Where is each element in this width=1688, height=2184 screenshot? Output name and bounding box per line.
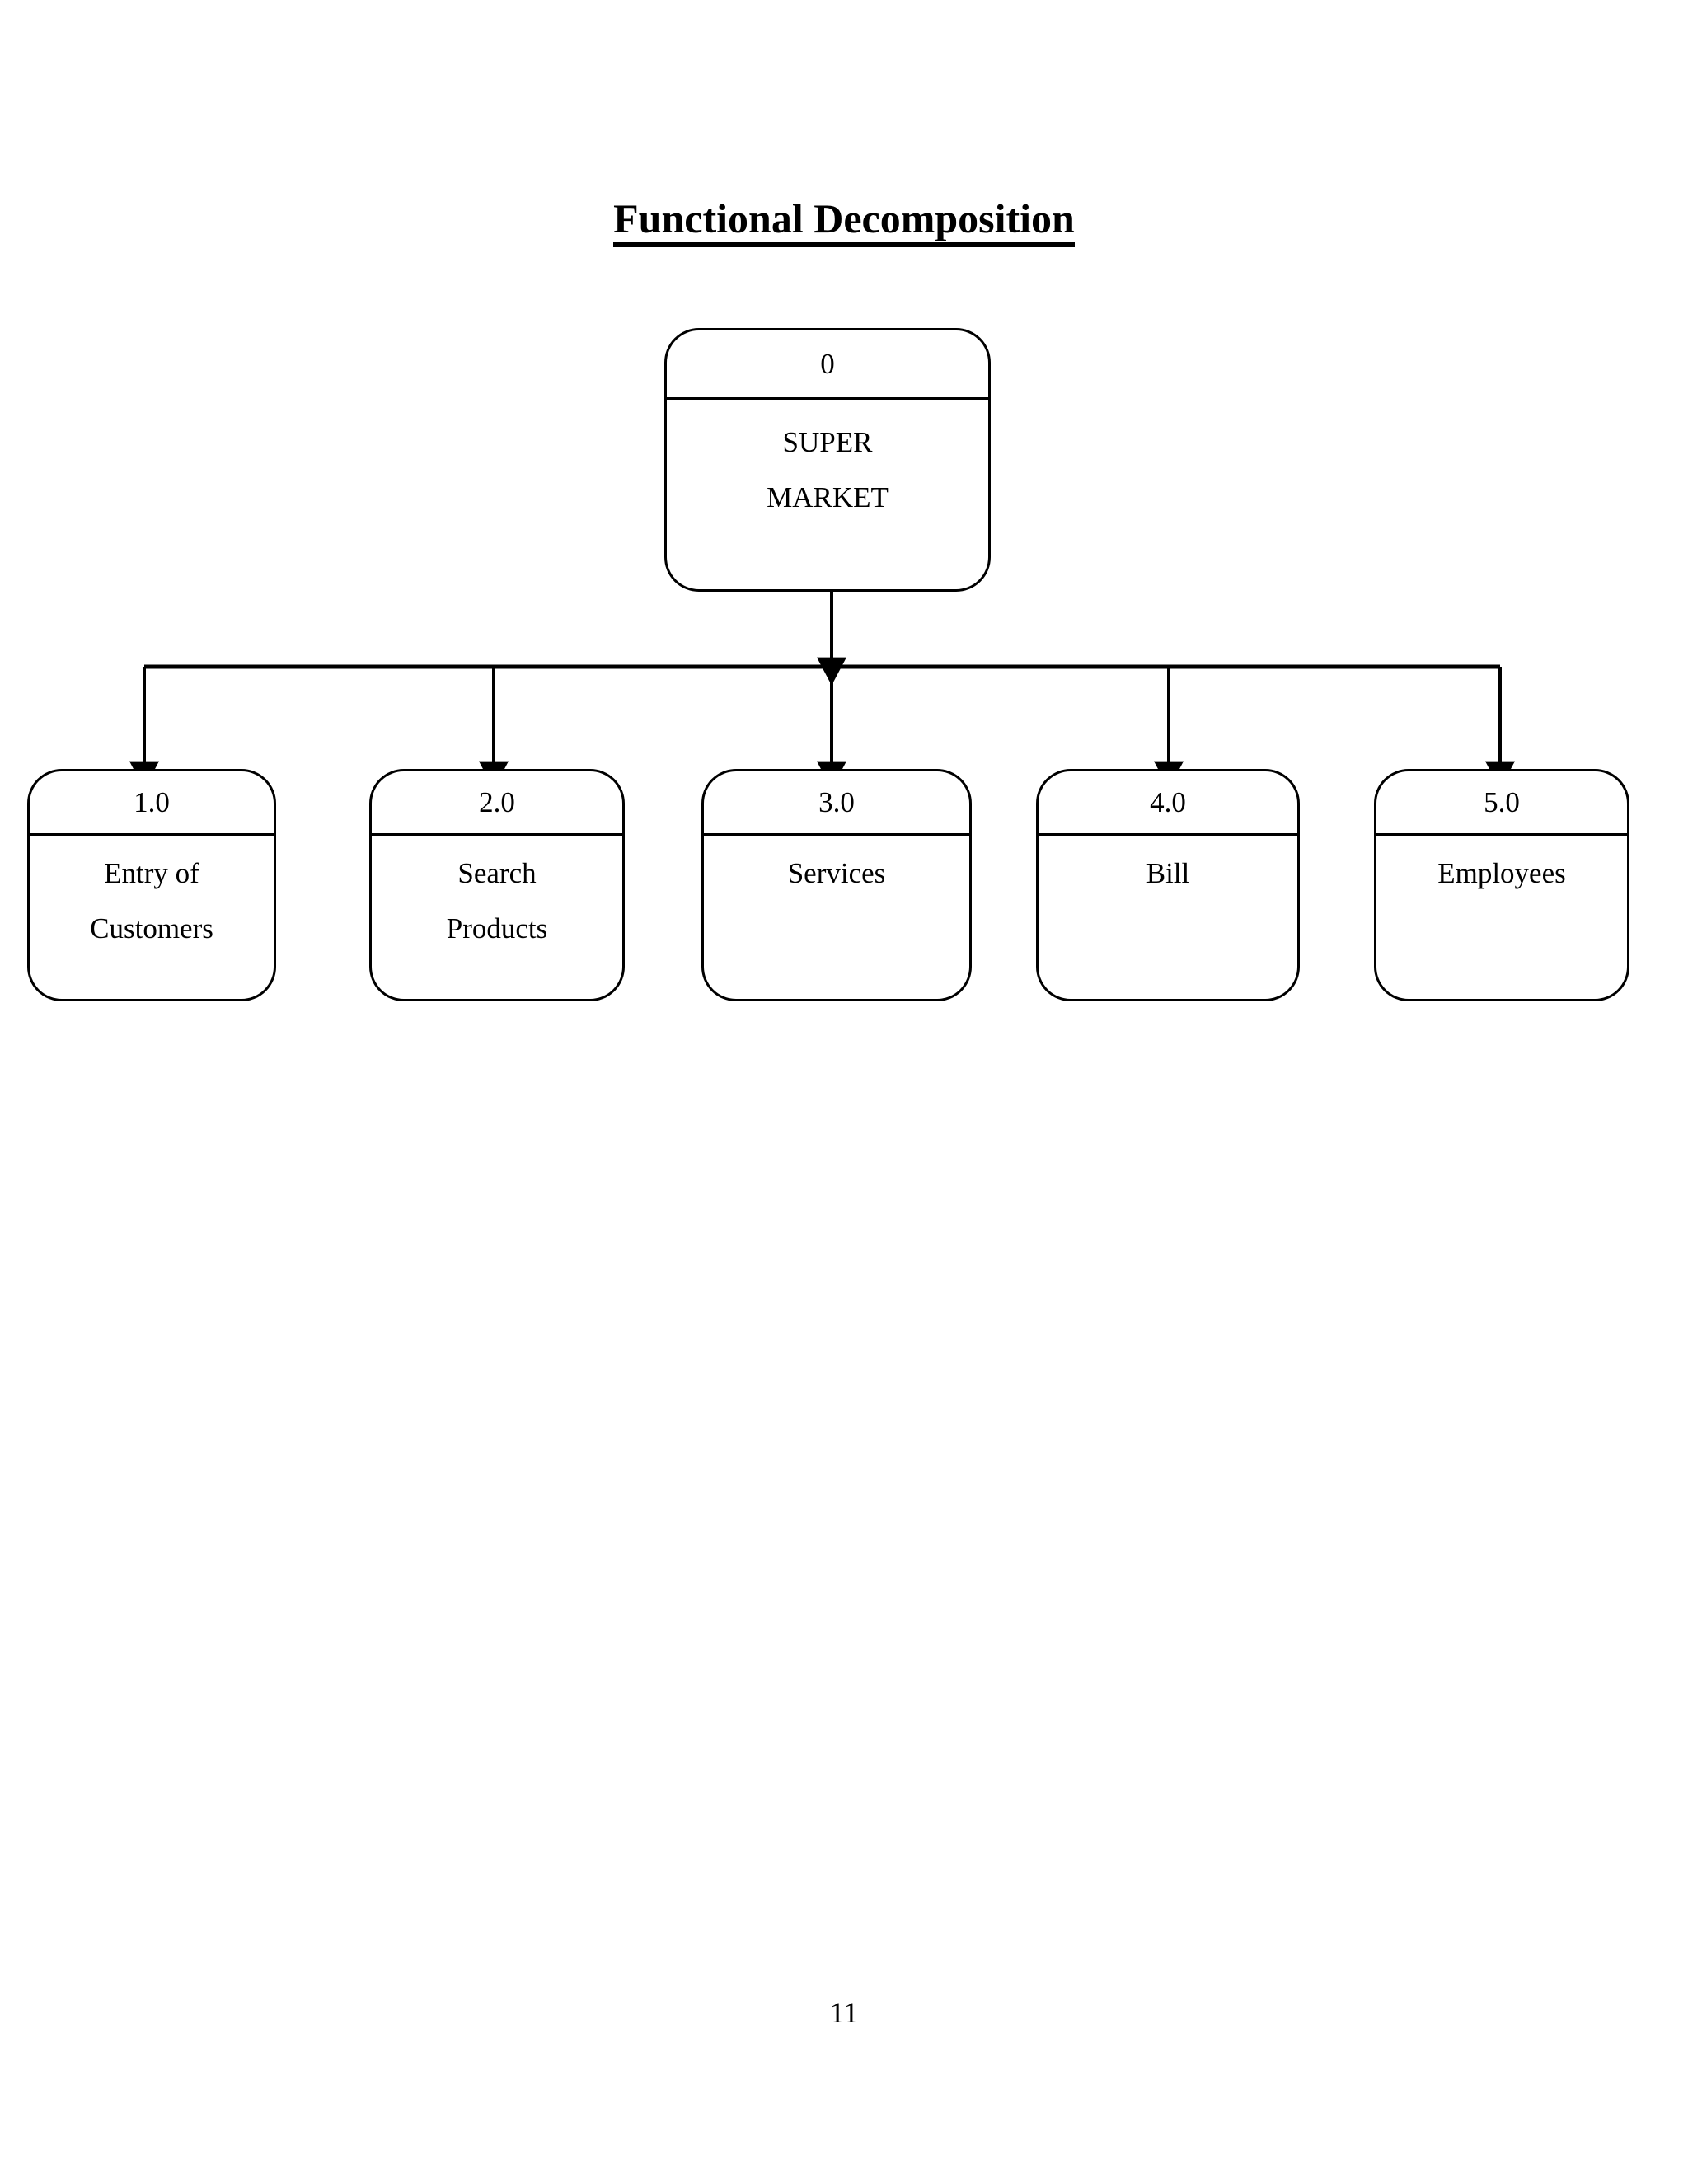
- process-node-3-label: Services: [704, 836, 969, 999]
- process-node-2-label-line-2: Products: [446, 912, 548, 944]
- process-node-1-label: Entry of Customers: [30, 836, 274, 999]
- process-node-5[interactable]: 5.0 Employees: [1374, 769, 1629, 1001]
- process-node-root-id: 0: [667, 330, 988, 400]
- page-title-text: Functional Decomposition: [613, 198, 1075, 247]
- process-node-1-id: 1.0: [30, 771, 274, 836]
- process-node-1[interactable]: 1.0 Entry of Customers: [27, 769, 276, 1001]
- process-node-4[interactable]: 4.0 Bill: [1036, 769, 1300, 1001]
- page-title: Functional Decomposition: [0, 198, 1688, 247]
- process-node-1-label-line-2: Customers: [90, 912, 213, 944]
- process-node-2-id: 2.0: [372, 771, 622, 836]
- process-node-3-id: 3.0: [704, 771, 969, 836]
- page-number: 11: [829, 1996, 859, 2029]
- process-node-5-id: 5.0: [1376, 771, 1627, 836]
- process-node-2-label-line-1: Search: [457, 857, 537, 889]
- process-node-5-label-line-1: Employees: [1437, 857, 1566, 889]
- process-node-3-label-line-1: Services: [787, 857, 886, 889]
- process-node-root-label: SUPER MARKET: [667, 400, 988, 589]
- process-node-4-id: 4.0: [1039, 771, 1297, 836]
- process-node-root-label-line-2: MARKET: [767, 481, 889, 513]
- process-node-4-label-line-1: Bill: [1146, 857, 1190, 889]
- process-node-4-label: Bill: [1039, 836, 1297, 999]
- process-node-root[interactable]: 0 SUPER MARKET: [664, 328, 991, 592]
- process-node-2-label: Search Products: [372, 836, 622, 999]
- process-node-root-label-line-1: SUPER: [782, 426, 873, 458]
- process-node-1-label-line-1: Entry of: [104, 857, 199, 889]
- process-node-5-label: Employees: [1376, 836, 1627, 999]
- functional-decomposition-diagram: 0 SUPER MARKET 1.0 Entry of Customers 2.…: [27, 328, 1629, 1001]
- process-node-2[interactable]: 2.0 Search Products: [369, 769, 625, 1001]
- process-node-3[interactable]: 3.0 Services: [701, 769, 972, 1001]
